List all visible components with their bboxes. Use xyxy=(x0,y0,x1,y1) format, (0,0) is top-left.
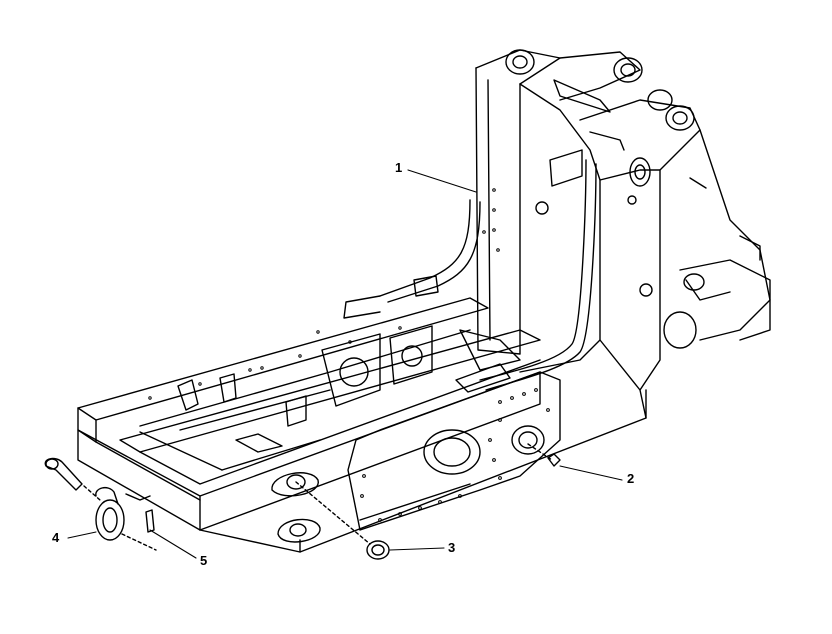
side-plate xyxy=(271,371,561,543)
upright-tower xyxy=(475,49,701,419)
callout-label-2: 2 xyxy=(627,471,635,486)
part-5-pin xyxy=(125,493,155,533)
part-4-tow-eye xyxy=(44,457,157,551)
part-3-seal-ring xyxy=(295,481,390,560)
hose-tube xyxy=(343,159,597,393)
callout-label-5: 5 xyxy=(200,553,208,568)
callout-label-3: 3 xyxy=(448,540,456,555)
main-frame xyxy=(77,297,647,553)
part-2-plug xyxy=(527,443,561,467)
rear-housing xyxy=(679,129,771,341)
leader-lines xyxy=(67,169,623,559)
callout-label-1: 1 xyxy=(395,160,403,175)
callout-label-4: 4 xyxy=(52,530,60,545)
